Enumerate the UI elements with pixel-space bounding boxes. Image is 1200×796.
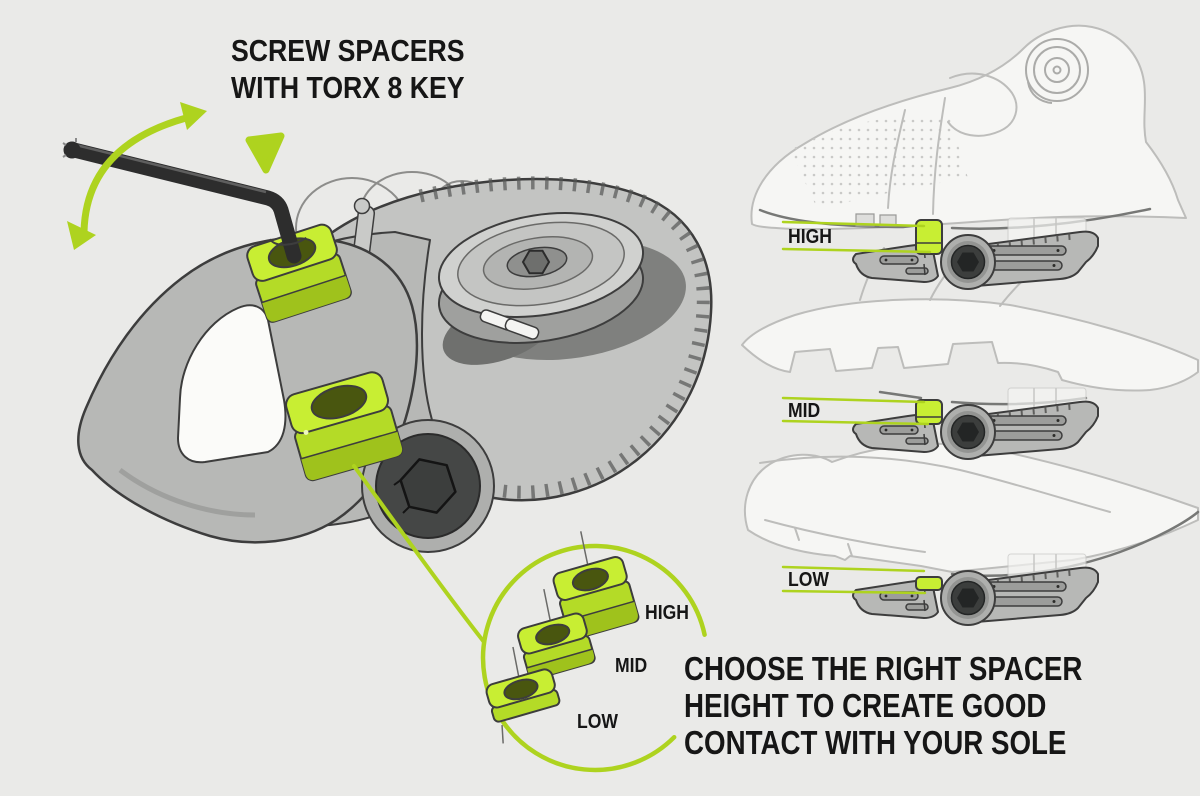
spacer-height-label-high: HIGH	[788, 225, 832, 247]
sole-contact-line-low	[950, 510, 1200, 577]
pedal-side-mid	[852, 387, 1099, 460]
inset-connector-line	[352, 464, 486, 644]
spacer-sizes-inset: HIGH MID LOW	[352, 464, 707, 773]
spacer-height-label-low: LOW	[788, 568, 829, 590]
inset-circle	[480, 543, 707, 773]
title-bottom-line1: CHOOSE THE RIGHT SPACER	[684, 650, 1083, 687]
inset-label-high: HIGH	[645, 601, 689, 623]
title-bottom-line3: CONTACT WITH YOUR SOLE	[684, 724, 1067, 761]
spacer-mid-side	[915, 399, 943, 425]
title-top-line1: SCREW SPACERS	[231, 33, 465, 68]
cleat-retention-dial	[437, 212, 645, 344]
inset-spacer-mid	[517, 588, 596, 702]
inset-spacer-low	[485, 646, 561, 744]
instruction-title-bottom: CHOOSE THE RIGHT SPACER HEIGHT TO CREATE…	[684, 650, 1082, 761]
inset-label-mid: MID	[615, 654, 647, 676]
shoe-outline-low	[744, 442, 1199, 573]
pedal-side-low	[852, 553, 1099, 626]
rotation-arrow-icon	[67, 102, 207, 250]
height-callouts	[781, 220, 932, 595]
title-bottom-line2: HEIGHT TO CREATE GOOD	[684, 687, 1047, 724]
main-pedal-illustration	[62, 102, 713, 553]
spacer-low-side	[915, 576, 943, 591]
inset-label-low: LOW	[577, 710, 618, 732]
spacer-height-label-mid: MID	[788, 399, 820, 421]
torx-tip-icon	[62, 138, 77, 158]
spacer-lower	[285, 371, 404, 482]
spacer-high-side	[915, 219, 943, 255]
boa-dial-icon	[1025, 38, 1089, 104]
direction-pointer-icon	[245, 132, 285, 174]
dial-hex-icon	[521, 249, 551, 275]
shoe-high-diagram	[750, 24, 1187, 231]
pedal-side-high	[852, 217, 1099, 290]
torx-key	[62, 138, 302, 264]
shoe-low-diagram	[744, 442, 1200, 577]
instruction-title-top: SCREW SPACERS WITH TORX 8 KEY	[231, 32, 465, 106]
shoe-outline-mid	[741, 298, 1199, 392]
title-top-line2: WITH TORX 8 KEY	[231, 70, 465, 105]
